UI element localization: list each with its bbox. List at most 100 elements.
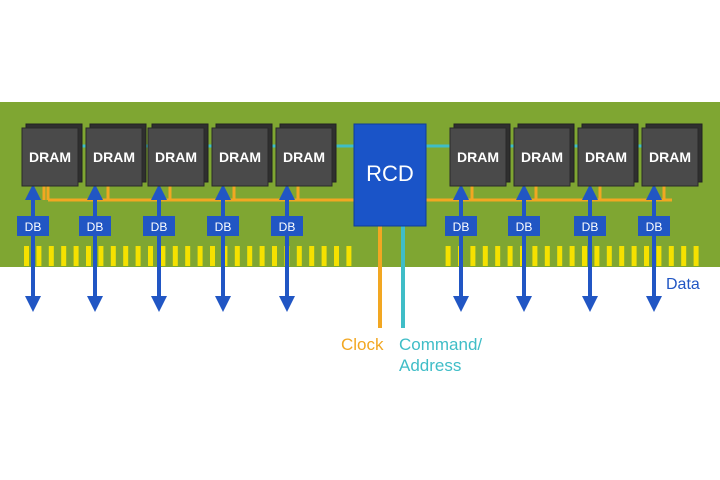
dram-label: DRAM bbox=[219, 149, 261, 165]
gold-pin bbox=[110, 246, 116, 266]
db-buffer-2: DB bbox=[79, 216, 111, 236]
dram-chip-body bbox=[211, 127, 269, 187]
db-buffer-body bbox=[445, 216, 477, 236]
rcd-chip-body bbox=[353, 123, 427, 227]
gold-pin bbox=[470, 246, 476, 266]
gold-pin bbox=[234, 246, 240, 266]
gold-pin bbox=[668, 246, 674, 266]
dram-chip-body bbox=[641, 127, 699, 187]
gold-pin bbox=[272, 246, 277, 266]
dram-chip-right-1: DRAM bbox=[449, 123, 511, 187]
dram-label: DRAM bbox=[155, 149, 197, 165]
gold-pin bbox=[61, 246, 67, 266]
dram-chip-left-1: DRAM bbox=[21, 123, 83, 187]
db-buffer-1: DB bbox=[17, 216, 49, 236]
db-label: DB bbox=[516, 220, 533, 234]
dram-chip-body bbox=[21, 127, 79, 187]
db-label: DB bbox=[646, 220, 663, 234]
gold-pin bbox=[148, 246, 153, 266]
dram-chip-right-2: DRAM bbox=[513, 123, 575, 187]
db-buffer-body bbox=[638, 216, 670, 236]
gold-pin bbox=[321, 246, 327, 266]
gold-pin bbox=[532, 246, 538, 266]
gold-pin bbox=[197, 246, 203, 266]
gold-pin bbox=[495, 246, 501, 266]
gold-pin bbox=[98, 246, 104, 266]
gold-pin bbox=[693, 246, 699, 266]
dram-chip-body bbox=[147, 127, 205, 187]
db-buffer-6: DB bbox=[445, 216, 477, 236]
db-buffer-5: DB bbox=[271, 216, 303, 236]
db-label: DB bbox=[582, 220, 599, 234]
command-label-line2: Address bbox=[399, 356, 461, 375]
db-buffer-3: DB bbox=[143, 216, 175, 236]
db-label: DB bbox=[279, 220, 296, 234]
gold-pin bbox=[24, 246, 29, 266]
gold-pin bbox=[544, 246, 550, 266]
dram-label: DRAM bbox=[585, 149, 627, 165]
gold-pin bbox=[247, 246, 253, 266]
gold-pin bbox=[507, 246, 513, 266]
gold-pin bbox=[346, 246, 352, 266]
db-buffer-body bbox=[143, 216, 175, 236]
db-label: DB bbox=[215, 220, 232, 234]
gold-pin bbox=[73, 246, 79, 266]
command-label-line1: Command/ bbox=[399, 335, 482, 354]
dram-label: DRAM bbox=[521, 149, 563, 165]
data-label: Data bbox=[666, 276, 700, 293]
dram-label: DRAM bbox=[649, 149, 691, 165]
db-buffer-body bbox=[79, 216, 111, 236]
gold-pin bbox=[210, 246, 215, 266]
gold-pin bbox=[631, 246, 637, 266]
dram-label: DRAM bbox=[29, 149, 71, 165]
dram-chip-left-3: DRAM bbox=[147, 123, 209, 187]
db-buffer-9: DB bbox=[638, 216, 670, 236]
db-buffer-4: DB bbox=[207, 216, 239, 236]
dram-chip-left-4: DRAM bbox=[211, 123, 273, 187]
gold-pin bbox=[594, 246, 600, 266]
gold-pin bbox=[619, 246, 625, 266]
gold-pin bbox=[482, 246, 488, 266]
dram-chip-left-2: DRAM bbox=[85, 123, 147, 187]
gold-pin bbox=[36, 246, 42, 266]
dram-chips: DRAM DRAM DRAM DRAM DRAM DRAM DRAM DRAM DRAM bbox=[21, 123, 703, 187]
clock-drops bbox=[42, 186, 666, 200]
dram-chip-body bbox=[577, 127, 635, 187]
gold-pin bbox=[681, 246, 687, 266]
gold-pin bbox=[569, 246, 575, 266]
gold-pin bbox=[86, 246, 91, 266]
gold-pin bbox=[644, 246, 649, 266]
rcd-chip: RCD bbox=[353, 123, 427, 227]
gold-pin bbox=[160, 246, 166, 266]
dram-chip-body bbox=[275, 127, 333, 187]
db-buffer-8: DB bbox=[574, 216, 606, 236]
db-label: DB bbox=[25, 220, 42, 234]
db-buffer-body bbox=[17, 216, 49, 236]
gold-pin bbox=[185, 246, 191, 266]
gold-pin bbox=[606, 246, 612, 266]
dram-chip-body bbox=[85, 127, 143, 187]
gold-pin bbox=[334, 246, 339, 266]
dram-chip-right-4: DRAM bbox=[641, 123, 703, 187]
gold-pin bbox=[582, 246, 587, 266]
gold-pin bbox=[557, 246, 563, 266]
data-arrows bbox=[25, 184, 662, 312]
gold-pin bbox=[259, 246, 265, 266]
db-label: DB bbox=[151, 220, 168, 234]
dram-chip-right-3: DRAM bbox=[577, 123, 639, 187]
dram-label: DRAM bbox=[93, 149, 135, 165]
gold-pin bbox=[296, 246, 302, 266]
gold-pin bbox=[445, 246, 451, 266]
gold-pin bbox=[123, 246, 129, 266]
gold-pin bbox=[656, 246, 662, 266]
dram-chip-left-5: DRAM bbox=[275, 123, 337, 187]
data-buffers: DB DB DB DB DB DB DB DB DB bbox=[17, 216, 670, 236]
gold-pin bbox=[309, 246, 315, 266]
gold-pin bbox=[48, 246, 54, 266]
db-buffer-body bbox=[271, 216, 303, 236]
db-label: DB bbox=[453, 220, 470, 234]
db-label: DB bbox=[87, 220, 104, 234]
db-buffer-body bbox=[207, 216, 239, 236]
